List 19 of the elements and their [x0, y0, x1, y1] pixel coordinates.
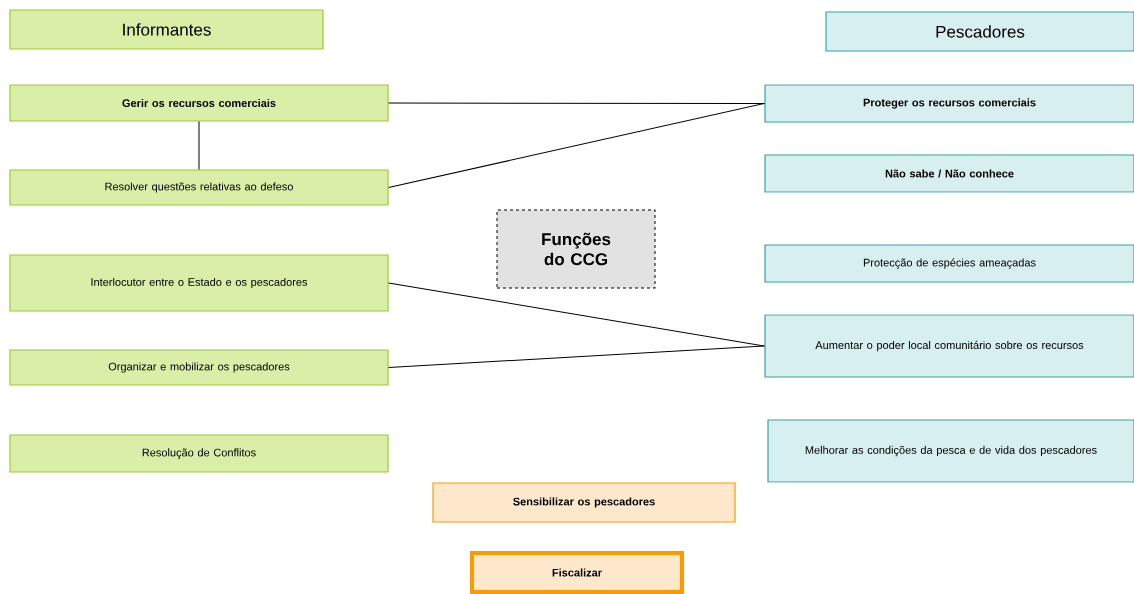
function-box: Resolução de Conflitos — [9, 434, 389, 473]
function-box: Organizar e mobilizar os pescadores — [9, 349, 389, 386]
function-box: Sensibilizar os pescadores — [432, 482, 736, 523]
connector-line — [388, 345, 765, 368]
connector-line — [388, 103, 765, 188]
function-box: Protecção de espécies ameaçadas — [764, 244, 1134, 283]
function-box: Gerir os recursos comerciais — [9, 84, 389, 122]
function-box: Aumentar o poder local comunitário sobre os recursos — [764, 314, 1134, 378]
connector-line — [198, 121, 200, 170]
function-box: Proteger os recursos comerciais — [764, 84, 1134, 123]
function-box: Não sabe / Não conhece — [764, 154, 1134, 193]
heading-box: Pescadores — [825, 11, 1134, 52]
function-box: Interlocutor entre o Estado e os pescadores — [9, 254, 389, 312]
function-box: Resolver questões relativas ao defeso — [9, 169, 389, 206]
title-box: Funções do CCG — [496, 209, 656, 289]
heading-box: Informantes — [9, 9, 324, 50]
function-box: Fiscalizar — [470, 551, 684, 594]
function-box: Melhorar as condições da pesca e de vida dos pescadores — [767, 419, 1134, 483]
connector-line — [388, 282, 765, 347]
